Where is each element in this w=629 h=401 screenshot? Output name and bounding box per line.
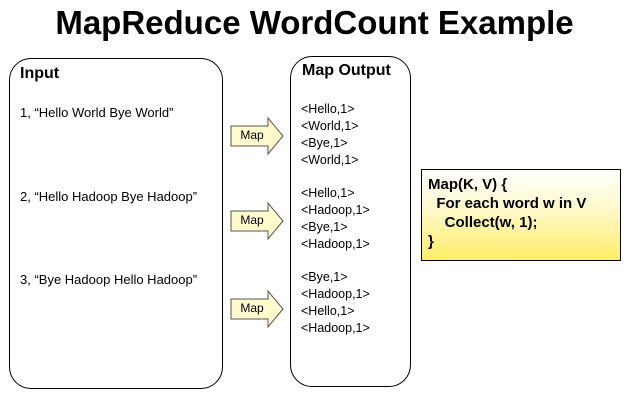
map-output-heading: Map Output: [302, 62, 391, 79]
kv-pair: <Hello,1>: [301, 186, 355, 200]
map-arrow-1: Map: [230, 116, 284, 156]
map-output-group-3: <Bye,1> <Hadoop,1> <Hello,1> <Hadoop,1>: [301, 269, 370, 337]
map-arrow-label: Map: [240, 301, 264, 315]
input-panel: Input 1, “Hello World Bye World” 2, “Hel…: [9, 58, 223, 389]
kv-pair: <Bye,1>: [301, 220, 348, 234]
map-arrow-label: Map: [240, 128, 264, 142]
map-output-group-1: <Hello,1> <World,1> <Bye,1> <World,1>: [301, 101, 358, 169]
kv-pair: <Hello,1>: [301, 102, 355, 116]
kv-pair: <World,1>: [301, 153, 359, 167]
input-heading: Input: [20, 65, 60, 82]
kv-pair: <Hadoop,1>: [301, 287, 370, 301]
page-title: MapReduce WordCount Example: [55, 4, 574, 41]
kv-pair: <Bye,1>: [301, 270, 348, 284]
kv-pair: <Hadoop,1>: [301, 203, 370, 217]
input-line-3: 3, “Bye Hadoop Hello Hadoop”: [20, 272, 198, 287]
map-output-panel: Map Output <Hello,1> <World,1> <Bye,1> <…: [290, 56, 411, 387]
kv-pair: <Hadoop,1>: [301, 237, 370, 251]
map-function-code: Map(K, V) { For each word w in V Collect…: [421, 169, 621, 261]
map-arrow-3: Map: [230, 289, 284, 329]
kv-pair: <World,1>: [301, 119, 359, 133]
map-arrow-2: Map: [230, 201, 284, 241]
input-line-2: 2, “Hello Hadoop Bye Hadoop”: [20, 189, 198, 204]
input-line-1: 1, “Hello World Bye World”: [20, 105, 174, 120]
map-arrow-label: Map: [240, 213, 264, 227]
code-line: Collect(w, 1);: [428, 214, 538, 231]
map-output-group-2: <Hello,1> <Hadoop,1> <Bye,1> <Hadoop,1>: [301, 185, 370, 253]
kv-pair: <Bye,1>: [301, 136, 348, 150]
code-line: Map(K, V) {: [428, 176, 508, 193]
kv-pair: <Hadoop,1>: [301, 321, 370, 335]
kv-pair: <Hello,1>: [301, 304, 355, 318]
code-line: }: [428, 233, 434, 250]
code-line: For each word w in V: [428, 195, 587, 212]
